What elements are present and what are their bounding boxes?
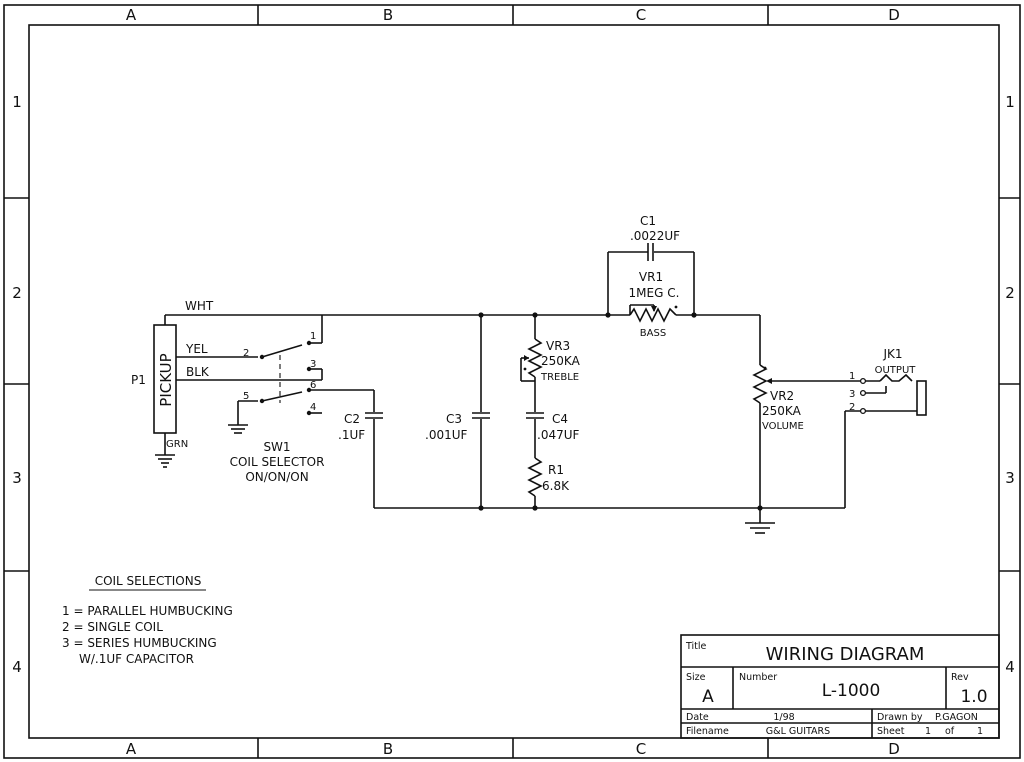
zone-col-c-top: C <box>636 6 646 24</box>
vr2-value: 250KA <box>762 404 802 418</box>
jk1-pin-2: 2 <box>849 402 855 413</box>
drawn-by-value: P.GAGON <box>935 712 978 723</box>
zone-row-4-left: 4 <box>12 658 22 676</box>
vr1-value: 1MEG C. <box>629 286 680 300</box>
jk1-ref: JK1 <box>882 347 902 361</box>
zone-row-3-left: 3 <box>12 469 22 487</box>
vr1-resistor <box>629 307 677 323</box>
vr2-func: VOLUME <box>762 421 804 432</box>
r1-resistor <box>527 457 543 497</box>
zone-col-d-bottom: D <box>888 740 900 758</box>
sw1-pin-1: 1 <box>310 331 316 342</box>
title-label: Title <box>685 641 707 652</box>
zone-row-1-right: 1 <box>1005 93 1015 111</box>
filename-value: G&L GUITARS <box>766 726 830 737</box>
zone-col-d-top: D <box>888 6 900 24</box>
capacitor-c3: C3 .001UF <box>425 312 490 511</box>
size-label: Size <box>686 672 706 683</box>
sheet-total: 1 <box>977 726 983 737</box>
sw1-pin-6: 6 <box>310 380 316 391</box>
sw1-ref: SW1 <box>263 440 290 454</box>
inner-border <box>28 24 1000 739</box>
date-value: 1/98 <box>773 712 794 723</box>
wire-blk-label: BLK <box>186 365 210 379</box>
volume-pot-vr2: VR2 250KA VOLUME <box>745 364 863 534</box>
zone-row-4-right: 4 <box>1005 658 1015 676</box>
vr2-resistor <box>752 364 768 404</box>
coil-selection-3-note: W/.1UF CAPACITOR <box>79 652 194 666</box>
sw1-pin-4: 4 <box>310 402 316 413</box>
c4-value: .047UF <box>537 428 580 442</box>
vr1-func: BASS <box>640 328 666 339</box>
pickup-ground-icon <box>155 454 175 468</box>
wire-grn-label: GRN <box>166 439 188 450</box>
vr3-ref: VR3 <box>546 339 570 353</box>
switch-sw1: 1 2 3 6 5 4 SW1 COIL SELECTOR ON/ON/ON <box>228 315 374 484</box>
rev-label: Rev <box>951 672 969 683</box>
drawn-by-label: Drawn by <box>877 712 923 723</box>
zone-row-2-right: 2 <box>1005 284 1015 302</box>
coil-selections-title: COIL SELECTIONS <box>95 574 202 588</box>
capacitor-c2: C2 .1UF <box>338 390 383 508</box>
zone-col-b-top: B <box>383 6 393 24</box>
treble-branch: VR3 250KA TREBLE C4 .047UF R1 6.8K <box>520 312 581 511</box>
vr1-ref: VR1 <box>639 270 663 284</box>
wire-yel-label: YEL <box>185 342 208 356</box>
number-label: Number <box>739 672 777 683</box>
pickup-ref: P1 <box>131 373 146 387</box>
sheet-number: 1 <box>925 726 931 737</box>
main-ground-icon <box>745 522 775 534</box>
sw1-pin-5: 5 <box>243 391 249 402</box>
c2-ref: C2 <box>344 412 360 426</box>
zone-ticks <box>4 5 1020 758</box>
filename-label: Filename <box>686 726 729 737</box>
coil-selection-2: 2 = SINGLE COIL <box>62 620 163 634</box>
vr3-func: TREBLE <box>540 372 579 383</box>
jk1-func: OUTPUT <box>875 365 917 376</box>
vr2-ref: VR2 <box>770 389 794 403</box>
vr3-resistor <box>527 338 543 378</box>
coil-selection-1: 1 = PARALLEL HUMBUCKING <box>62 604 233 618</box>
wire-wht-label: WHT <box>185 299 214 313</box>
sw1-desc: COIL SELECTOR <box>230 455 325 469</box>
sw1-pin-3: 3 <box>310 359 316 370</box>
outer-border <box>3 4 1021 759</box>
sheet-of-label: of <box>945 726 955 737</box>
sw1-mode: ON/ON/ON <box>245 470 308 484</box>
bass-network: C1 .0022UF VR1 1MEG C. BASS <box>605 214 697 339</box>
size-value: A <box>702 687 714 707</box>
sheet-label: Sheet <box>877 726 905 737</box>
coil-selection-3: 3 = SERIES HUMBUCKING <box>62 636 217 650</box>
drawing-title: WIRING DIAGRAM <box>766 644 925 665</box>
c3-ref: C3 <box>446 412 462 426</box>
pickup-label: PICKUP <box>157 353 175 406</box>
zone-col-c-bottom: C <box>636 740 646 758</box>
sw1-pin-2: 2 <box>243 348 249 359</box>
zone-col-a-top: A <box>126 6 137 24</box>
c3-value: .001UF <box>425 428 468 442</box>
switch-ground-icon <box>228 424 248 434</box>
c1-value: .0022UF <box>630 229 680 243</box>
c2-value: .1UF <box>338 428 365 442</box>
zone-row-3-right: 3 <box>1005 469 1015 487</box>
c4-ref: C4 <box>552 412 568 426</box>
zone-col-a-bottom: A <box>126 740 137 758</box>
title-block: Title WIRING DIAGRAM Size A Number L-100… <box>680 634 1000 739</box>
vr3-value: 250KA <box>541 354 581 368</box>
number-value: L-1000 <box>822 681 881 701</box>
r1-ref: R1 <box>548 463 564 477</box>
r1-value: 6.8K <box>542 479 570 493</box>
zone-row-2-left: 2 <box>12 284 22 302</box>
zone-row-1-left: 1 <box>12 93 22 111</box>
jk1-pin-1: 1 <box>849 371 855 382</box>
pickup-p1: PICKUP P1 GRN <box>131 324 188 468</box>
c1-ref: C1 <box>640 214 656 228</box>
date-label: Date <box>686 712 709 723</box>
rev-value: 1.0 <box>960 687 987 707</box>
jk1-pin-3: 3 <box>849 389 855 400</box>
output-jack-jk1: JK1 OUTPUT 1 3 2 <box>760 347 927 509</box>
zone-col-b-bottom: B <box>383 740 393 758</box>
coil-selections-legend: COIL SELECTIONS 1 = PARALLEL HUMBUCKING … <box>62 574 233 666</box>
